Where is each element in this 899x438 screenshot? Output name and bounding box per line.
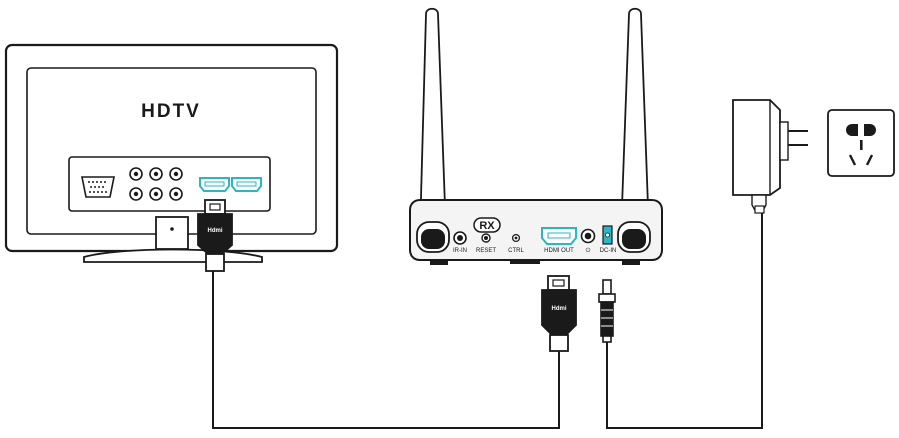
rx-badge-label: RX [479, 220, 495, 232]
dc-in-label: DC-IN [600, 248, 617, 254]
vga-port-icon [81, 176, 115, 198]
ir-in-port-icon [453, 231, 467, 245]
hdmi-out-label: HDMI OUT [544, 248, 574, 254]
rx-badge [473, 217, 501, 233]
power-button-icon[interactable] [580, 228, 596, 244]
receiver: RX IR-IN RESET CTRL HDMI OUT ⏻ [409, 7, 663, 265]
tv-hdmi-port-2-icon [231, 177, 262, 192]
hdmi-out-port-icon [541, 227, 577, 245]
hdtv: HDTV [4, 43, 339, 263]
tv-io-plate [68, 156, 271, 212]
power-cable [606, 213, 763, 429]
power-label: ⏻ [586, 247, 591, 254]
receiver-hdmi-plug-label: Hdmi [552, 306, 567, 312]
reset-label: RESET [476, 248, 496, 254]
receiver-hdmi-plug: Hdmi [541, 275, 577, 352]
power-adapter-icon [732, 99, 808, 214]
hdmi-cable [212, 271, 560, 429]
wall-outlet-icon [827, 109, 895, 177]
ctrl-port-icon [511, 233, 521, 243]
tv-hdmi-plug: Hdmi [197, 199, 233, 272]
ir-in-label: IR-IN [453, 248, 467, 254]
dc-in-port-icon [602, 225, 613, 245]
av-ports-icon [129, 167, 183, 201]
receiver-body [409, 199, 663, 261]
tv-hdmi-port-1-icon [199, 177, 230, 192]
reset-button-icon[interactable] [481, 233, 491, 243]
tv-label: HDTV [141, 101, 201, 122]
ctrl-label: CTRL [508, 248, 524, 254]
tv-hdmi-plug-label: Hdmi [208, 228, 223, 234]
dc-plug-icon [598, 279, 616, 343]
